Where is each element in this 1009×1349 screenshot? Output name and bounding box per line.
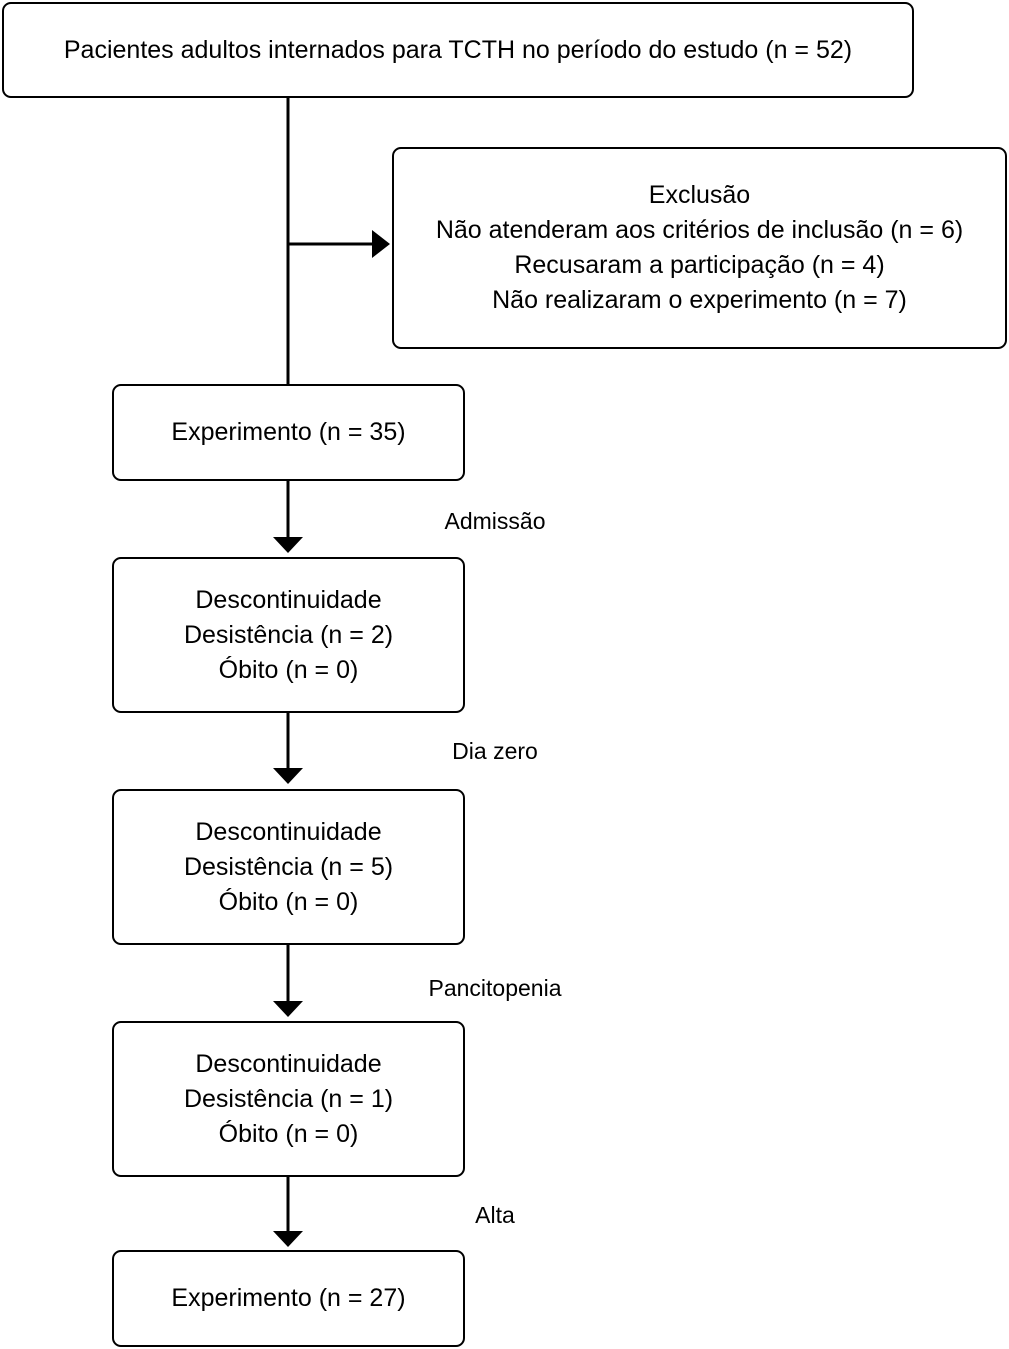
discontinuity-box-pancytopenia: Descontinuidade Desistência (n = 1) Óbit…	[112, 1021, 465, 1177]
arrowhead-4	[273, 1231, 303, 1247]
discontinuity-box-day-zero: Descontinuidade Desistência (n = 5) Óbit…	[112, 789, 465, 945]
arrowhead-3	[273, 1001, 303, 1017]
stage-label-pancytopenia: Pancitopenia	[428, 975, 562, 1001]
exclusion-box: Exclusão Não atenderam aos critérios de …	[392, 147, 1007, 349]
death-count: Óbito (n = 0)	[218, 655, 359, 684]
experiment-start-box: Experimento (n = 35)	[112, 384, 465, 481]
stage-label-discharge: Alta	[475, 1202, 515, 1228]
discontinuity-title: Descontinuidade	[195, 1049, 382, 1078]
exclusion-title: Exclusão	[648, 181, 751, 209]
stage-label-day-zero: Dia zero	[452, 738, 538, 764]
eligible-patients-text: Pacientes adultos internados para TCTH n…	[63, 35, 853, 64]
death-count: Óbito (n = 0)	[218, 887, 359, 916]
discontinuity-title: Descontinuidade	[195, 817, 382, 846]
withdrawal-count: Desistência (n = 1)	[183, 1084, 394, 1113]
eligible-patients-box: Pacientes adultos internados para TCTH n…	[2, 2, 914, 98]
experiment-start-text: Experimento (n = 35)	[171, 418, 406, 446]
experiment-final-box: Experimento (n = 27)	[112, 1250, 465, 1347]
experiment-final-text: Experimento (n = 27)	[171, 1284, 406, 1312]
stage-label-admission: Admissão	[444, 508, 546, 534]
withdrawal-count: Desistência (n = 5)	[183, 852, 394, 881]
exclusion-arrowhead	[372, 230, 390, 258]
death-count: Óbito (n = 0)	[218, 1119, 359, 1148]
exclusion-not-performed-line: Não realizaram o experimento (n = 7)	[492, 286, 907, 314]
arrowhead-1	[273, 537, 303, 553]
discontinuity-title: Descontinuidade	[195, 585, 382, 614]
exclusion-criteria-line: Não atenderam aos critérios de inclusão …	[435, 216, 964, 244]
withdrawal-count: Desistência (n = 2)	[183, 620, 394, 649]
exclusion-refused-line: Recusaram a participação (n = 4)	[514, 251, 885, 279]
discontinuity-box-admission: Descontinuidade Desistência (n = 2) Óbit…	[112, 557, 465, 713]
arrowhead-2	[273, 768, 303, 784]
